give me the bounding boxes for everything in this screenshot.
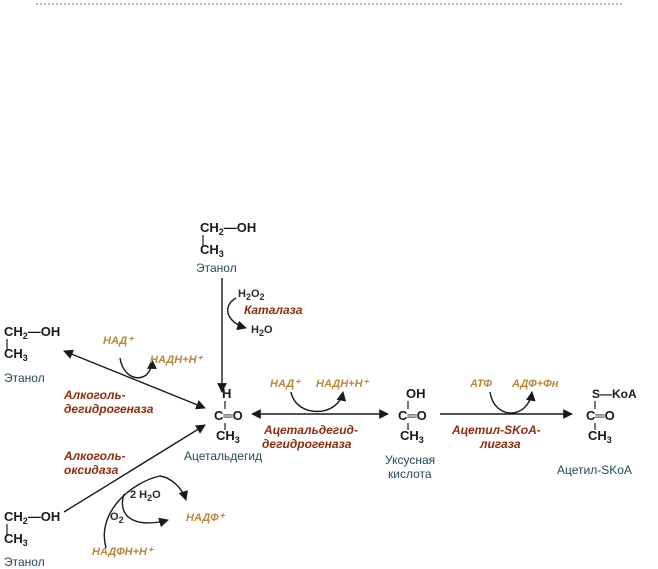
- adp-cofactor: АДФ+Фн: [511, 378, 559, 390]
- ethanol-top-label: Этанол: [196, 261, 237, 275]
- h2o-product: H2O: [251, 324, 273, 338]
- ligase-enzyme-1: Ацетил-SKoA-: [451, 423, 541, 437]
- catalase-enzyme: Каталаза: [244, 303, 303, 317]
- svg-text:H: H: [222, 386, 231, 401]
- acetyl-scoa-structure: S—KoA C═O CH3: [586, 387, 637, 445]
- ligase-cofactor-arrow: [489, 391, 536, 414]
- svg-text:OH: OH: [406, 386, 426, 401]
- ligase-enzyme-2: лигаза: [479, 437, 521, 451]
- adh-enzyme-1: Алкоголь-: [63, 388, 126, 402]
- ethanol-bottom-label: Этанол: [4, 555, 45, 569]
- aox-o2-arrow: [103, 475, 188, 549]
- aldh-cofactor-arrow: [290, 391, 347, 413]
- nadh-aldh: НАДН+Н⁺: [316, 378, 370, 390]
- ethanol-left-structure: CH2—OH CH3: [4, 324, 60, 363]
- svg-text:C═O: C═O: [214, 408, 243, 423]
- nadf-product: НАДФ⁺: [186, 512, 226, 524]
- svg-text:CH2—OH: CH2—OH: [4, 509, 60, 526]
- acetic-acid-label-2: кислота: [388, 467, 432, 481]
- nadfh-cofactor: НАДФН+Н⁺: [92, 546, 154, 558]
- svg-text:S—KoA: S—KoA: [592, 387, 637, 401]
- aldh-enzyme-1: Ацетальдегид-: [263, 423, 358, 437]
- ethanol-left-label: Этанол: [4, 371, 45, 385]
- svg-text:CH3: CH3: [216, 428, 240, 445]
- atp-cofactor: АТФ: [469, 378, 492, 390]
- h2o2-cofactor: H2O2: [238, 288, 265, 302]
- svg-text:CH3: CH3: [588, 428, 612, 445]
- ethanol-bottom-structure: CH2—OH CH3: [4, 509, 60, 548]
- adh-enzyme-2: дегидрогеназа: [64, 402, 154, 416]
- svg-text:CH3: CH3: [4, 346, 28, 363]
- acetaldehyde-label: Ацетальдегид: [184, 449, 262, 463]
- acetaldehyde-structure: H C═O CH3: [214, 386, 243, 445]
- svg-text:C═O: C═O: [398, 408, 427, 423]
- svg-text:CH2—OH: CH2—OH: [200, 220, 256, 237]
- o2-cofactor: O2: [110, 511, 124, 525]
- nadh-adh: НАДН+Н⁺: [150, 354, 204, 366]
- acetic-acid-structure: OH C═O CH3: [398, 386, 427, 445]
- acetyl-scoa-label: Ацетил-SKoA: [557, 463, 632, 477]
- svg-text:CH2—OH: CH2—OH: [4, 324, 60, 341]
- svg-text:CH3: CH3: [400, 428, 424, 445]
- svg-text:CH3: CH3: [200, 242, 224, 259]
- aox-nadf-arrow: [121, 493, 169, 528]
- aox-enzyme-2: оксидаза: [64, 463, 119, 477]
- adh-arrow: [63, 349, 206, 410]
- ethanol-top-structure: CH2—OH CH3: [200, 220, 256, 259]
- alcohol-oxidase-arrow: [63, 424, 206, 513]
- aox-enzyme-1: Алкоголь-: [63, 449, 126, 463]
- aldh-enzyme-2: дегидрогеназа: [262, 437, 352, 451]
- nad-adh: НАД⁺: [103, 335, 134, 347]
- svg-text:C═O: C═O: [586, 408, 615, 423]
- two-h2o-product: 2 H2O: [130, 489, 161, 503]
- adh-cofactor-arrow: [119, 357, 157, 379]
- nad-aldh: НАД⁺: [270, 378, 301, 390]
- acetic-acid-label-1: Уксусная: [385, 453, 435, 467]
- catalase-side-arrow: [227, 297, 247, 331]
- svg-text:CH3: CH3: [4, 531, 28, 548]
